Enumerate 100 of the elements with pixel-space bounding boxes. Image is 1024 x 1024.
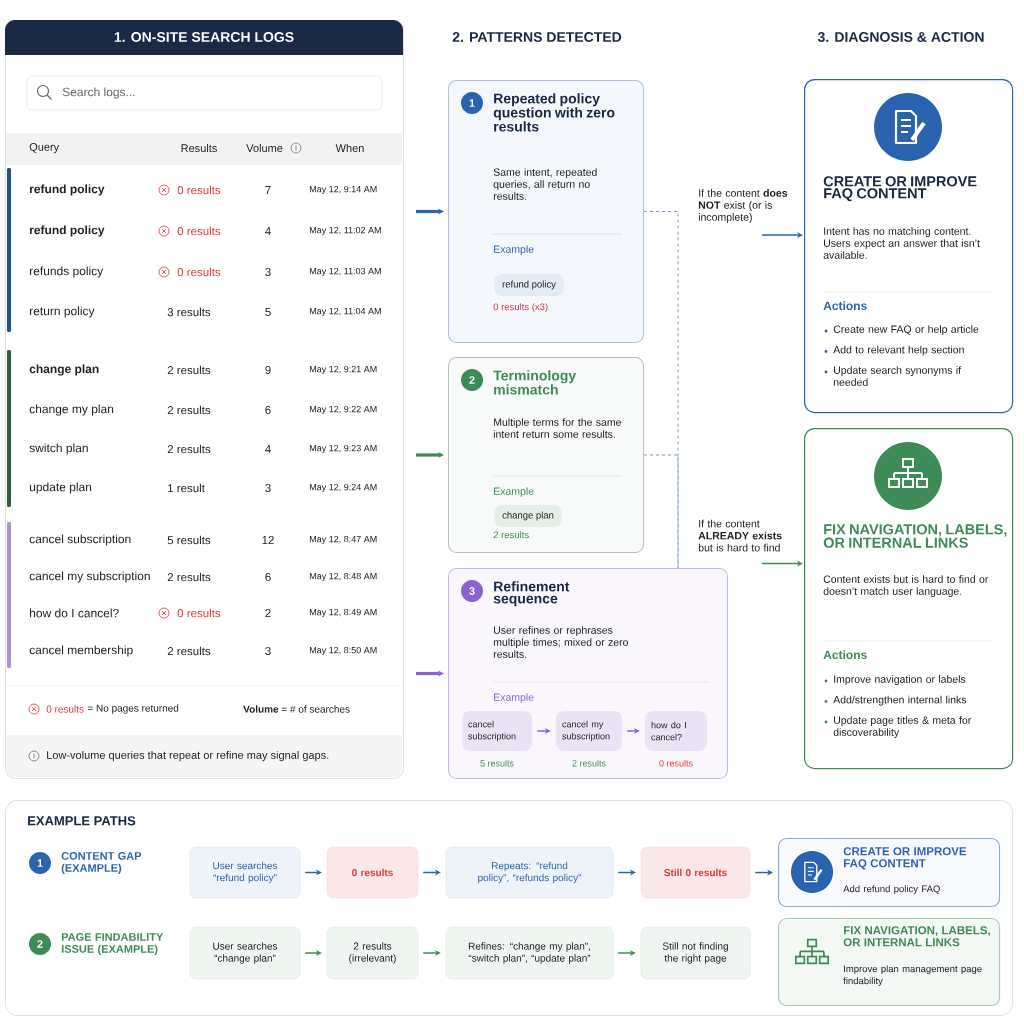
result-count: 5 results [480,759,514,767]
example-chip: how do I cancel? [645,711,707,751]
section-label: Example [494,693,534,703]
timestamp: May 12, 9:23 AM [309,444,377,454]
step-box: Refines: “change my plan”, “switch plan”, “update plan” [445,926,614,980]
card-title: CREATE OR IMPROVE FAQ CONTENT [843,847,967,870]
result-count: 5 results [167,535,211,545]
column-heading: 3. DIAGNOSIS & ACTION [817,32,984,42]
step-box: Still 0 results [640,846,751,899]
legend-text: Volume = # of searches [243,705,350,713]
volume-count: 3 [265,483,271,493]
card-text: Intent has no matching content. Users expect an answer that isn’t available. [823,227,980,259]
result-count: 2 results [167,572,211,582]
volume-count: 7 [265,186,271,194]
column-heading: 2. PATTERNS DETECTED [452,32,622,42]
section-label: Actions [823,650,867,659]
card-title: Terminology mismatch [493,370,577,395]
step-box: User searches “refund policy” [189,846,301,899]
timestamp: May 12, 11:04 AM [309,307,381,317]
card-text: Add refund policy FAQ [843,885,940,895]
label: Low-volume queries that repeat or refine may signal gaps. [47,750,329,762]
card-text: Improve plan management page findability [843,965,982,987]
pattern-card [448,80,644,343]
volume-count: 6 [265,572,271,582]
timestamp: May 12, 8:47 AM [309,535,377,545]
edge-label: If the content ALREADY exists but is hard to find [698,519,782,552]
volume-count: 6 [265,405,271,415]
card-title: Refinement sequence [493,581,570,607]
number-badge: 1 [461,92,483,114]
bullet-item: Add to relevant help section [824,345,964,356]
outcome-box [778,918,1001,1007]
step-box: Repeats: “refund policy”, “refunds policy” [445,846,614,899]
action-card [804,428,1014,770]
timestamp: May 12, 9:14 AM [309,185,377,195]
result-count: 2 results [572,759,606,767]
bullet-item: Create new FAQ or help article [824,325,979,335]
query-text: refund policy [30,184,105,196]
query-text: refund policy [30,225,105,237]
card-title: FIX NAVIGATION, LABELS, OR INTERNAL LINKS [843,926,990,947]
volume-count: 2 [265,609,271,617]
number-badge: 1 [29,852,51,874]
card-text: Same intent, repeated queries, all return no results. [493,168,597,200]
result-count: 2 results [167,444,211,454]
card-title: CREATE OR IMPROVE FAQ CONTENT [823,176,977,202]
result-count: 0 results [177,185,221,195]
edge-label: If the content does NOT exist (or is incomplete) [698,189,788,223]
result-count: 0 results [177,226,221,236]
example-chip: cancel subscription [462,711,532,751]
timestamp: May 12, 8:50 AM [309,646,377,656]
query-text: update plan [30,482,92,494]
label: Query [29,143,60,153]
search-field: Search logs... [26,75,383,111]
action-card [804,79,1014,414]
card-text: Content exists but is hard to find or doesn’t match user language. [823,575,989,597]
step-box: 2 results (irrelevant) [326,926,419,980]
result-count: 2 results [167,646,211,656]
section-label: Actions [823,301,867,310]
card-title: Repeated policy question with zero results [493,93,615,132]
volume-count: 3 [265,646,271,656]
step-box: Still not finding the right page [640,926,751,980]
result-count: 0 results [659,759,693,767]
step-box: User searches “change plan” [189,926,301,980]
result-count: 3 results [167,307,211,317]
label: When [335,143,364,153]
card-text: User refines or rephrases multiple times; mixed or zero results. [493,626,629,658]
result-count: 1 result [168,483,205,493]
legend-text: = No pages returned [87,704,179,714]
result-count: 0 results [177,608,221,618]
pattern-card [448,357,644,553]
section-label: Example [494,245,534,255]
step-box: 0 results [326,846,419,899]
result-count: 0 results (x3) [493,303,548,313]
result-count: 2 results [167,365,211,375]
timestamp: May 12, 9:21 AM [309,365,377,375]
bullet-item: Improve navigation or labels [824,675,966,685]
query-text: change my plan [29,404,114,416]
card-title: FIX NAVIGATION, LABELS, OR INTERNAL LINKS [823,524,1007,548]
query-text: switch plan [29,443,88,455]
timestamp: May 12, 11:02 AM [309,226,381,236]
note-bar: Low-volume queries that repeat or refine may signal gaps. [6,735,402,777]
query-text: refunds policy [30,266,104,278]
label: Results [181,143,217,153]
volume-count: 9 [265,365,271,375]
volume-count: 5 [265,308,271,316]
example-chip: change plan [494,505,562,527]
query-text: change plan [29,364,99,376]
path-title: PAGE FINDABILITY ISSUE (EXAMPLE) [61,933,164,955]
timestamp: May 12, 8:49 AM [309,608,377,618]
outcome-box [778,838,1001,908]
table-header-row: Query Results Volume When [6,133,402,165]
number-badge: 2 [29,933,51,955]
volume-count: 3 [265,267,271,277]
timestamp: May 12, 9:24 AM [309,483,377,493]
query-text: cancel subscription [29,534,131,546]
result-count: 2 results [167,405,211,415]
bullet-item: Update page titles & meta for discoverability [824,716,972,738]
query-text: how do I cancel? [30,608,119,618]
path-title: CONTENT GAP (EXAMPLE) [61,852,142,874]
example-chip: cancel my subscription [556,711,622,751]
query-text: cancel membership [29,645,133,657]
